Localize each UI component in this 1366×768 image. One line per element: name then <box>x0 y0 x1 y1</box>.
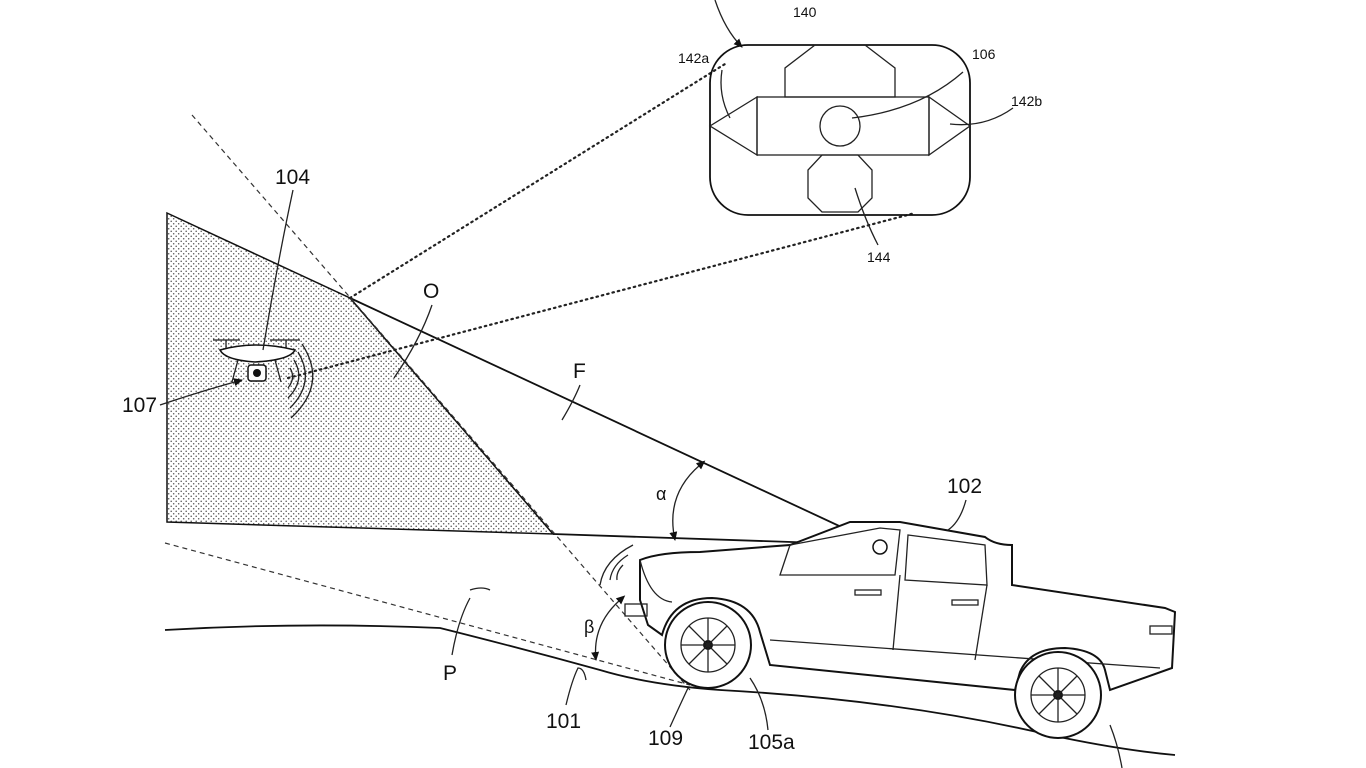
sensor-bottom-unit <box>807 154 873 213</box>
label-O: O <box>423 280 439 303</box>
leader-P <box>451 597 471 656</box>
label-105a: 105a <box>748 731 795 754</box>
label-F: F <box>573 360 586 383</box>
label-142a: 142a <box>678 50 709 66</box>
truck-signal-waves <box>599 544 634 586</box>
truck-door-handle-front <box>854 589 882 596</box>
leader-rear-wheel <box>1109 724 1123 768</box>
angle-beta-arc <box>591 595 626 661</box>
pickup-truck <box>599 521 1177 739</box>
truck-tail-light <box>1149 625 1173 635</box>
label-140: 140 <box>793 4 817 20</box>
label-104: 104 <box>275 166 310 189</box>
label-101: 101 <box>546 710 581 733</box>
leader-109 <box>669 687 689 728</box>
terrain-mark <box>469 587 491 591</box>
dashed-sightline <box>191 114 691 691</box>
sensor-lens <box>819 105 861 147</box>
leader-102 <box>947 499 967 531</box>
label-beta: β <box>584 617 594 637</box>
leader-104 <box>262 189 294 351</box>
leader-142b <box>949 107 1014 126</box>
label-144: 144 <box>867 249 891 265</box>
leader-105a <box>749 677 769 731</box>
label-alpha: α <box>656 484 666 504</box>
label-102: 102 <box>947 475 982 498</box>
label-142b: 142b <box>1011 93 1042 109</box>
leader-inset-arrow <box>714 0 743 48</box>
label-P: P <box>443 662 457 685</box>
leader-O <box>393 304 433 379</box>
leader-107 <box>159 378 243 406</box>
sensor-right-lobe <box>928 95 972 157</box>
truck-door-seam <box>892 574 901 651</box>
leader-106 <box>851 71 964 119</box>
truck-windshield <box>779 527 901 576</box>
sensor-left-lobe <box>708 95 758 157</box>
dashed-ground-line <box>164 542 691 686</box>
leader-101 <box>565 667 587 706</box>
leader-F <box>561 384 581 421</box>
truck-door-handle-rear <box>951 599 979 606</box>
angle-alpha-arc <box>669 460 706 541</box>
occlusion-region <box>166 211 555 535</box>
truck-roof-camera <box>872 539 888 555</box>
drone <box>213 339 314 419</box>
sensor-top-housing <box>784 44 896 98</box>
label-107: 107 <box>122 394 157 417</box>
truck-front-sensor <box>624 603 648 617</box>
sensor-detail-inset <box>708 44 972 216</box>
leader-144 <box>854 187 879 246</box>
dotted-projection-upper <box>348 62 727 300</box>
label-109: 109 <box>648 727 683 750</box>
dotted-projection-lower <box>286 211 917 380</box>
leader-142a <box>720 69 731 119</box>
label-106: 106 <box>972 46 996 62</box>
